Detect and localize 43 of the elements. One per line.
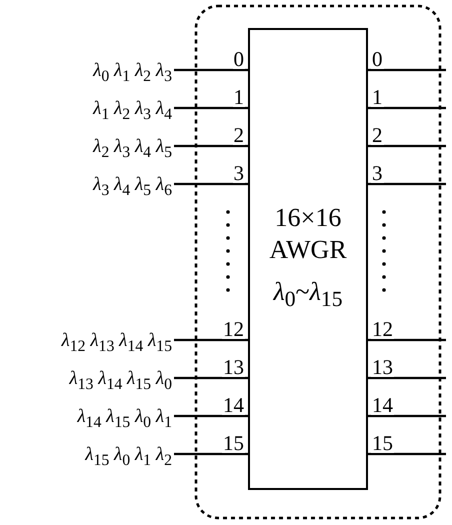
- port-number: 12: [371, 319, 394, 339]
- connector-line: [368, 182, 446, 186]
- port-number: 13: [371, 357, 394, 377]
- wavelength-list: λ$_{14}$ λ$_{15}$ λ$_{0}$ λ$_{1}$: [77, 406, 172, 434]
- port-number: 15: [371, 433, 394, 453]
- port-number: 14: [371, 395, 394, 415]
- port-number: 13: [222, 357, 245, 377]
- connector-line: [368, 144, 446, 148]
- connector-line: [174, 68, 248, 72]
- wavelength-list: λ$_{1}$ λ$_{2}$ λ$_{3}$ λ$_{4}$: [93, 98, 172, 126]
- connector-line: [368, 376, 446, 380]
- port-number: 0: [232, 49, 245, 69]
- device-label: 16×16 AWGR: [268, 202, 348, 266]
- connector-line: [174, 182, 248, 186]
- connector-line: [368, 338, 446, 342]
- port-number: 1: [232, 87, 245, 107]
- wavelength-list: λ$_{15}$ λ$_{0}$ λ$_{1}$ λ$_{2}$: [85, 444, 172, 472]
- port-number: 15: [222, 433, 245, 453]
- awgr-box: [248, 28, 368, 490]
- connector-line: [368, 452, 446, 456]
- connector-line: [368, 68, 446, 72]
- connector-line: [368, 414, 446, 418]
- connector-line: [174, 376, 248, 380]
- connector-line: [174, 414, 248, 418]
- connector-line: [174, 338, 248, 342]
- wavelength-list: λ$_{13}$ λ$_{14}$ λ$_{15}$ λ$_{0}$: [69, 368, 172, 396]
- wavelength-list: λ$_{3}$ λ$_{4}$ λ$_{5}$ λ$_{6}$: [93, 174, 172, 202]
- connector-line: [174, 106, 248, 110]
- port-number: 0: [371, 49, 384, 69]
- port-number: 1: [371, 87, 384, 107]
- device-label: λ$_{0}$~λ$_{15}$: [273, 276, 343, 314]
- port-number: 2: [232, 125, 245, 145]
- port-number: 2: [371, 125, 384, 145]
- port-number: 14: [222, 395, 245, 415]
- connector-line: [174, 144, 248, 148]
- wavelength-list: λ$_{0}$ λ$_{1}$ λ$_{2}$ λ$_{3}$: [93, 60, 172, 88]
- connector-line: [368, 106, 446, 110]
- port-number: 3: [232, 163, 245, 183]
- wavelength-list: λ$_{12}$ λ$_{13}$ λ$_{14}$ λ$_{15}$: [62, 330, 172, 358]
- connector-line: [174, 452, 248, 456]
- port-number: 3: [371, 163, 384, 183]
- port-number: 12: [222, 319, 245, 339]
- wavelength-list: λ$_{2}$ λ$_{3}$ λ$_{4}$ λ$_{5}$: [93, 136, 172, 164]
